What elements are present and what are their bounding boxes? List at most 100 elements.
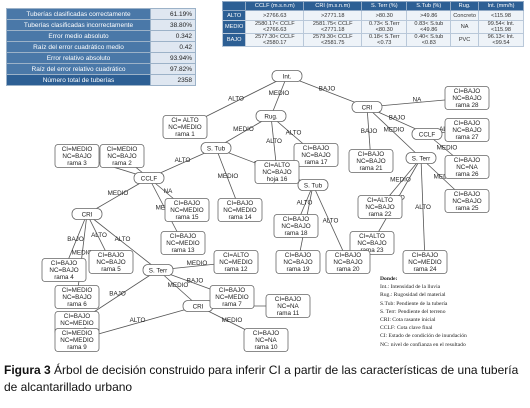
leaf-node-box: [213, 250, 259, 274]
leaf-node-line: NC=BAJO: [452, 95, 481, 102]
leaf-node-box: [357, 195, 403, 219]
figure-number: Figura 3: [4, 363, 51, 377]
leaf-node-line: rama 12: [224, 266, 248, 273]
decision-node-cclf-r: CCLF: [411, 128, 443, 140]
leaf-node-line: NC=BAJO: [365, 204, 394, 211]
leaf-node-box: [444, 155, 490, 179]
leaf-node-line: NC=BAJO: [283, 259, 312, 266]
leaf-node-box: [444, 86, 490, 110]
threshold-cell: PVC: [450, 33, 479, 47]
leaf-node-line: CI=ALTO: [367, 197, 393, 204]
threshold-cell: 0.73< S.Terr <80.30: [361, 20, 408, 34]
tree-edge-label: ALTO: [323, 218, 339, 225]
tree-edge-label: BAJO: [319, 86, 336, 93]
decision-node-box: [411, 128, 443, 140]
leaf-node-line: rama 5: [101, 266, 121, 273]
tree-edge-label: NA: [164, 188, 174, 195]
tree-edge-label: BAJO: [67, 236, 84, 243]
leaf-node-line: CI=BAJO: [98, 252, 125, 259]
leaf-node-line: rama 20: [336, 266, 360, 273]
leaf-node-box: [444, 189, 490, 213]
leaf-node-line: NC=BAJO: [49, 267, 78, 274]
tree-edge-label: ALTO: [130, 317, 146, 324]
threshold-cell: 0.83< S.tub <49.86: [406, 20, 452, 34]
leaf-node-line: CI=BAJO: [303, 145, 330, 152]
tree-edge-label: ALTO: [266, 138, 282, 145]
decision-node-sterr-r: S. Terr: [405, 152, 437, 164]
leaf-node-box: [444, 118, 490, 142]
leaf-node-line: rama 25: [455, 205, 479, 212]
leaf-node-line: NC=NA: [456, 164, 478, 171]
stats-value: 61.19%: [150, 8, 196, 20]
leaf-node-box: [348, 149, 394, 173]
leaf-node-box: [402, 250, 448, 274]
decision-node-box: [142, 264, 174, 276]
legend-item: CI: Estado de condición de inundación: [380, 333, 467, 340]
tree-edge: [270, 75, 288, 117]
leaf-node-line: rama 13: [171, 247, 195, 254]
leaf-node-line: NC=MEDIO: [223, 207, 257, 214]
leaf-node-line: CI=BAJO: [412, 252, 439, 259]
leaf-node-line: CI=ALTO: [264, 162, 290, 169]
leaf-node-line: NC=BAJO: [452, 198, 481, 205]
threshold-cell: 99.54< Int. <115.98: [477, 20, 525, 34]
decision-node-box: [405, 152, 437, 164]
leaf-node-line: CI=BAJO: [454, 191, 481, 198]
leaf-node-box: [273, 214, 319, 238]
leaf-node-line: NC=NA: [277, 303, 299, 310]
leaf-node-line: CI=BAJO: [219, 287, 246, 294]
leaf-node-line: NC=MEDIO: [60, 337, 94, 344]
leaf-node-box: [265, 294, 311, 318]
tree-edge: [366, 106, 422, 159]
legend-title: Donde:: [380, 276, 398, 282]
tree-edge-label: ALTO: [115, 236, 131, 243]
decision-node-box: [297, 179, 329, 191]
tree-edge-label: MEDIO: [233, 126, 254, 133]
stats-value: 97.82%: [150, 63, 196, 75]
leaf-node-box: [325, 250, 371, 274]
leaf-node-line: CI=BAJO: [454, 120, 481, 127]
tree-edge-label: ALTO: [286, 130, 302, 137]
leaf-node-line: CI=BAJO: [454, 88, 481, 95]
figure-caption: Figura 3 Árbol de decisión construido pa…: [4, 362, 526, 396]
figure-caption-text: Árbol de decisión construido para inferi…: [4, 363, 519, 394]
decision-node-cri-l: CRI: [71, 208, 103, 220]
leaf-node-line: rama 22: [368, 211, 392, 218]
leaf-node-line: NC=NA: [255, 337, 277, 344]
decision-node-stub: S. Tub: [200, 142, 232, 154]
leaf-node-line: CI=BAJO: [174, 200, 201, 207]
stats-value: 93.94%: [150, 52, 196, 64]
threshold-row-label: MEDIO: [221, 20, 247, 34]
leaf-node-line: CI=ALTO: [359, 233, 385, 240]
tree-edge: [76, 213, 88, 298]
leaf-node-box: [254, 160, 300, 184]
leaf-node-box: [217, 198, 263, 222]
leaf-node-line: NC=BAJO: [262, 169, 291, 176]
tree-edge: [286, 75, 368, 108]
legend-item: S. Terr: Pendiente del terreno: [380, 308, 446, 315]
leaf-node-line: rama 17: [304, 159, 328, 166]
decision-node-label: S. Tub: [207, 145, 226, 152]
stats-label: Número total de tuberías: [6, 74, 151, 86]
leaf-node-line: rama 6: [67, 301, 87, 308]
leaf-node-line: NC=BAJO: [333, 259, 362, 266]
leaf-node-line: CI=MEDIO: [62, 287, 93, 294]
legend: Donde: Int.: Intensidad de la lluvia Rug…: [380, 275, 467, 349]
legend-item: CCLF: Cota clave final: [380, 325, 433, 332]
threshold-cell: 2579.30< CCLF <2581.75: [303, 33, 363, 47]
tree-edge-label: ALTO: [415, 204, 431, 211]
tree-edge-label: ALTO: [91, 232, 107, 239]
